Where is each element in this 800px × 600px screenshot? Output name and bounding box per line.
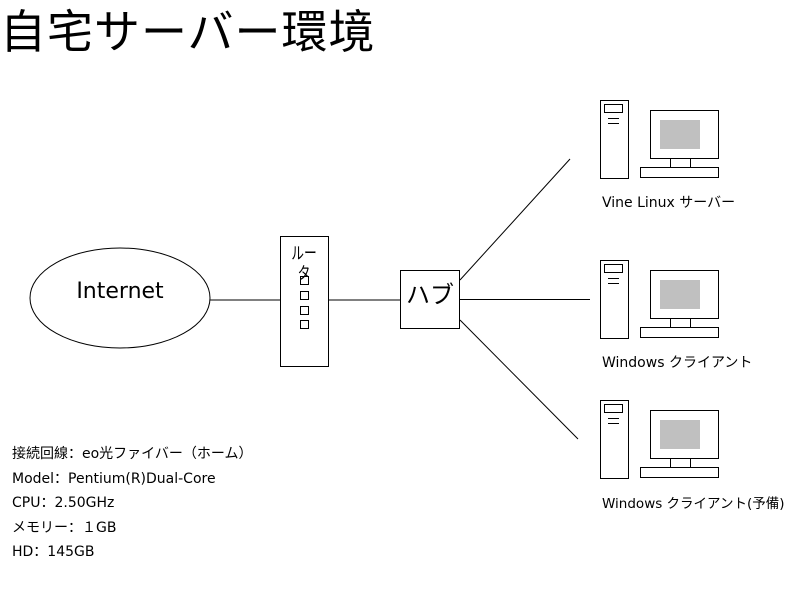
hub-box[interactable]: [400, 270, 460, 329]
link-hub-windows-spare: [459, 319, 579, 440]
link-hub-vine-server: [459, 158, 571, 281]
spec-hd: HD：145GB: [12, 544, 95, 560]
internet-cloud[interactable]: [29, 247, 211, 349]
spec-cpu: CPU：2.50GHz: [12, 495, 115, 511]
router-label: ルータ: [291, 244, 317, 284]
desktop-computer-icon[interactable]: [600, 400, 719, 479]
router-box[interactable]: [280, 236, 329, 367]
router-port: [300, 276, 309, 285]
hub-label: ハブ: [406, 281, 454, 309]
computer-label-windows-spare: Windows クライアント(予備): [602, 496, 785, 512]
desktop-computer-icon[interactable]: [600, 260, 719, 339]
server-specs: 接続回線：eo光ファイバー（ホーム） Model：Pentium(R)Dual-…: [12, 442, 252, 565]
internet-label: Internet: [76, 279, 164, 304]
router-port: [300, 306, 309, 315]
desktop-computer-icon[interactable]: [600, 100, 719, 179]
router-ports: [300, 276, 309, 329]
page-title: 自宅サーバー環境: [0, 5, 376, 59]
spec-connection: 接続回線：eo光ファイバー（ホーム）: [12, 446, 253, 462]
computer-label-windows-client: Windows クライアント: [602, 355, 753, 371]
computer-label-vine-server: Vine Linux サーバー: [602, 195, 736, 211]
router-port: [300, 320, 309, 329]
spec-model: Model：Pentium(R)Dual-Core: [12, 470, 216, 487]
router-port: [300, 291, 309, 300]
spec-memory: メモリー：１GB: [12, 519, 117, 536]
